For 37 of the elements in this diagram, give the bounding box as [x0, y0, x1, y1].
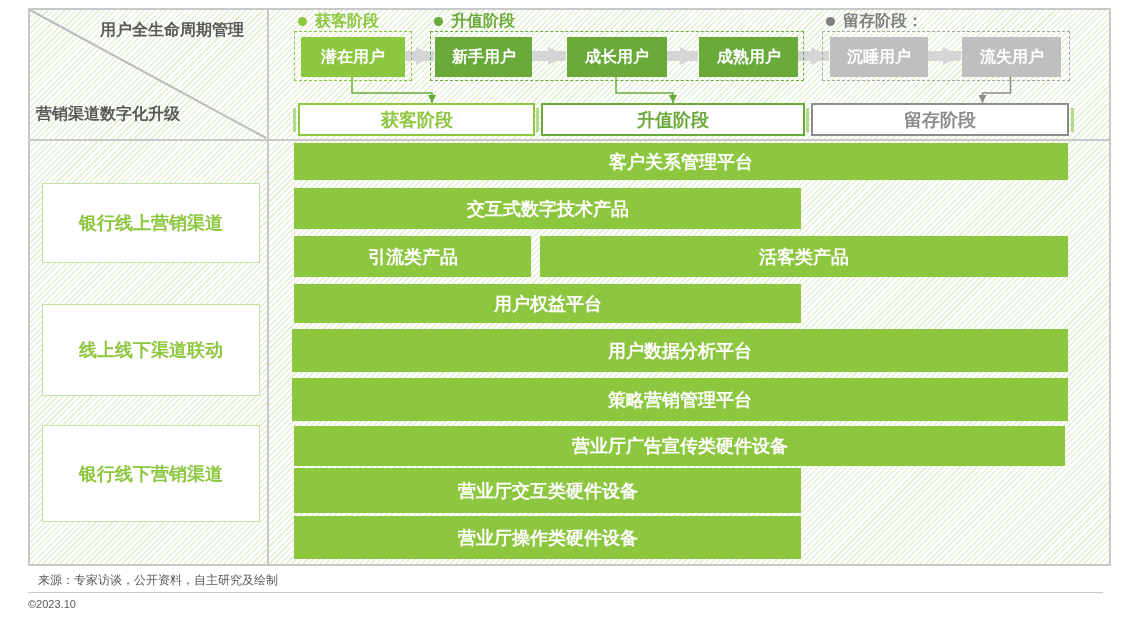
- stage-heading: 获客阶段: [298, 11, 379, 31]
- arrow: [404, 47, 434, 65]
- header-label: 用户全生命周期管理: [100, 20, 244, 40]
- arrow: [666, 47, 698, 65]
- channel-box: 银行线下营销渠道: [42, 425, 260, 522]
- platform-bar: 营业厅交互类硬件设备: [294, 468, 801, 513]
- stage-band: 获客阶段: [298, 103, 535, 136]
- stage-box: 新手用户: [435, 37, 532, 77]
- platform-bar: 引流类产品: [294, 236, 531, 277]
- platform-bar: 活客类产品: [540, 236, 1068, 277]
- arrow: [615, 75, 677, 104]
- stage-box: 潜在用户: [301, 37, 405, 77]
- platform-bar: 用户权益平台: [294, 284, 801, 323]
- arrow: [351, 75, 436, 104]
- platform-bar: 客户关系管理平台: [294, 143, 1068, 180]
- platform-bar: 营业厅广告宣传类硬件设备: [294, 426, 1065, 466]
- stage-box: 成熟用户: [699, 37, 798, 77]
- stage-band: 升值阶段: [541, 103, 805, 136]
- stage-box: 流失用户: [962, 37, 1061, 77]
- stage-band: 留存阶段: [811, 103, 1069, 136]
- arrow: [927, 47, 961, 65]
- platform-bar: 策略营销管理平台: [292, 378, 1068, 421]
- header-label: 营销渠道数字化升级: [36, 104, 180, 124]
- platform-bar: 营业厅操作类硬件设备: [294, 516, 801, 559]
- arrow: [797, 47, 829, 65]
- channel-box: 线上线下渠道联动: [42, 304, 260, 396]
- channel-box: 银行线上营销渠道: [42, 183, 260, 263]
- stage-heading: 留存阶段：: [826, 11, 923, 31]
- stage-box: 沉睡用户: [830, 37, 928, 77]
- stage-box: 成长用户: [567, 37, 667, 77]
- platform-bar: 交互式数字技术产品: [294, 188, 801, 229]
- copyright-note: ©2023.10: [28, 598, 76, 610]
- arrow: [978, 75, 1012, 104]
- source-note: 来源：专家访谈，公开资料，自主研究及绘制: [38, 573, 278, 588]
- platform-bar: 用户数据分析平台: [292, 329, 1068, 372]
- arrow: [531, 47, 566, 65]
- stage-heading: 升值阶段: [434, 11, 515, 31]
